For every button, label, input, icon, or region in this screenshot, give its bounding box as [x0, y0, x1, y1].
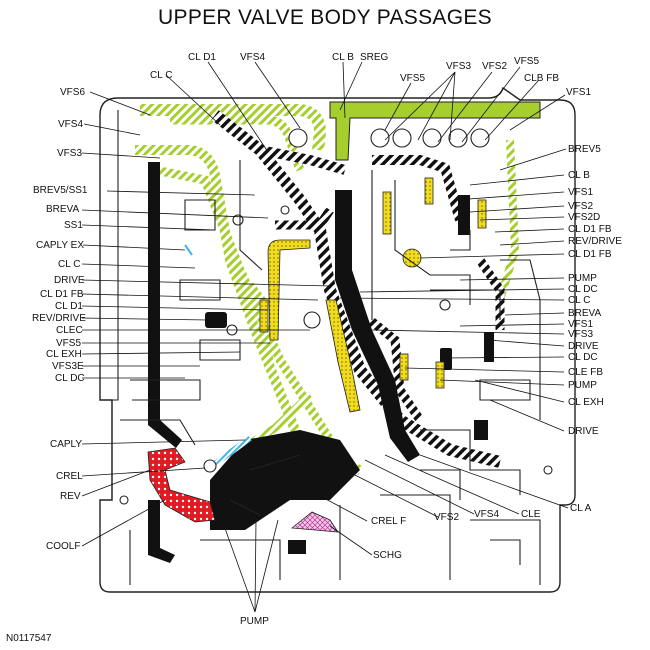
label-cl-d1-fb-left: CL D1 FB [40, 289, 84, 300]
label-sreg: SREG [360, 52, 389, 63]
red-passage [147, 447, 216, 523]
label-crel: CREL [56, 471, 83, 482]
black-block-3 [288, 540, 306, 554]
label-cl-dc-right-2: CL DC [568, 352, 598, 363]
label-cl-c-left: CL C [58, 259, 80, 270]
label-crel-f: CREL F [371, 516, 406, 527]
yellow-passage-6 [399, 353, 409, 381]
black-passage-left-bottom [148, 500, 175, 563]
label-caply-ex: CAPLY EX [36, 240, 84, 251]
label-vfs4-bottom: VFS4 [474, 509, 499, 520]
yellow-passage-7 [435, 361, 445, 389]
label-brev5: BREV5 [568, 144, 601, 155]
label-cl-d1-top: CL D1 [188, 52, 216, 63]
label-vfs3-top: VFS3 [446, 61, 471, 72]
label-drive-right-2: DRIVE [568, 426, 599, 437]
label-vfs3-right: VFS3 [568, 329, 593, 340]
label-vfs2-right: VFS2 [568, 201, 593, 212]
blue-passage-2 [184, 244, 193, 256]
black-block-4 [458, 195, 470, 235]
label-pump-right: PUMP [568, 273, 597, 284]
leader-lines [81, 61, 569, 613]
label-rev-drive-right: REV/DRIVE [568, 236, 622, 247]
green-hatch-passage-1 [140, 104, 327, 151]
label-cle: CLE [521, 509, 541, 520]
black-block-5 [484, 332, 494, 362]
label-vfs2-top: VFS2 [482, 61, 507, 72]
label-cl-c-top: CL C [150, 70, 172, 81]
label-pump-bottom: PUMP [240, 616, 269, 627]
black-passage-left [148, 162, 182, 448]
labels-right: BREV5 CL B VFS1 VFS2 VFS2D CL D1 FB REV/… [568, 144, 622, 514]
yellow-passage-3 [382, 191, 392, 235]
label-breva-right: BREVA [568, 308, 601, 319]
label-ss1: SS1 [64, 220, 83, 231]
black-hatch-passage-1 [211, 110, 502, 468]
label-schg: SCHG [373, 550, 402, 561]
label-clb-fb: CLB FB [524, 73, 559, 84]
label-drive-left: DRIVE [54, 275, 85, 286]
label-vfs2d: VFS2D [568, 212, 600, 223]
label-coolf: COOLF [46, 541, 80, 552]
black-hatch-passage-3 [372, 155, 465, 222]
green-hatch-passage-5 [496, 139, 520, 302]
green-hatch-passage-3 [154, 165, 334, 443]
label-cl-b-right: CL B [568, 170, 590, 181]
labels-bottom: CREL F VFS2 VFS4 CLE SCHG PUMP [240, 509, 541, 627]
figure-id: N0117547 [6, 633, 52, 644]
label-vfs3-left: VFS3 [57, 148, 82, 159]
label-clec: CLEC [56, 325, 83, 336]
label-cl-exh-left: CL EXH [46, 349, 82, 360]
yellow-passage-8 [259, 299, 269, 333]
label-cl-dc-left: CL DC [55, 373, 85, 384]
yellow-passage-4 [424, 177, 434, 205]
pink-passage [290, 511, 339, 533]
label-cl-c-right: CL C [568, 295, 590, 306]
yellow-passage-5 [477, 199, 487, 229]
yellow-passage-1 [267, 239, 311, 341]
label-vfs6: VFS6 [60, 87, 85, 98]
green-passage-top [329, 101, 541, 161]
label-rev: REV [60, 491, 81, 502]
yellow-passage-2 [325, 299, 361, 413]
label-cl-d1-fb-right-2: CL D1 FB [568, 249, 612, 260]
black-block-6 [474, 420, 488, 440]
label-breva-left: BREVA [46, 204, 79, 215]
label-pump-right-2: PUMP [568, 380, 597, 391]
label-vfs5-top: VFS5 [400, 73, 425, 84]
green-hatch-passage-2 [135, 145, 362, 475]
label-vfs4-top: VFS4 [240, 52, 265, 63]
label-vfs3e: VFS3E [52, 361, 84, 372]
label-vfs1-right-2: VFS1 [568, 319, 593, 330]
diagram-title: UPPER VALVE BODY PASSAGES [158, 6, 492, 29]
label-caply: CAPLY [50, 439, 82, 450]
labels-top: CL D1 VFS4 CL B SREG VFS3 VFS2 VFS5 CL C… [150, 52, 591, 98]
label-cl-a: CL A [570, 503, 592, 514]
label-vfs1-top: VFS1 [566, 87, 591, 98]
label-brev5-ss1: BREV5/SS1 [33, 185, 88, 196]
labels-left: VFS6 VFS4 VFS3 BREV5/SS1 BREVA SS1 CAPLY… [32, 87, 88, 552]
label-vfs2-bottom: VFS2 [434, 512, 459, 523]
black-passage-main [335, 190, 420, 462]
label-vfs4-left: VFS4 [58, 119, 83, 130]
label-rev-drive-left: REV/DRIVE [32, 313, 86, 324]
black-hatch-passage-6 [275, 207, 334, 230]
black-block-1 [205, 312, 227, 328]
black-hatch-passage-2 [259, 145, 347, 175]
label-cl-exh-right: CL EXH [568, 397, 604, 408]
black-passage-lower [210, 430, 360, 530]
label-vfs5-top-r: VFS5 [514, 56, 539, 67]
label-cle-fb: CLE FB [568, 367, 603, 378]
label-cl-dc-right: CL DC [568, 284, 598, 295]
label-vfs1-right: VFS1 [568, 187, 593, 198]
label-drive-right: DRIVE [568, 341, 599, 352]
label-cl-d1-left: CL D1 [55, 301, 83, 312]
label-cl-d1-fb-right: CL D1 FB [568, 224, 612, 235]
blue-passage-1 [210, 435, 252, 469]
label-vfs5-left: VFS5 [56, 338, 81, 349]
label-cl-b-top: CL B [332, 52, 354, 63]
